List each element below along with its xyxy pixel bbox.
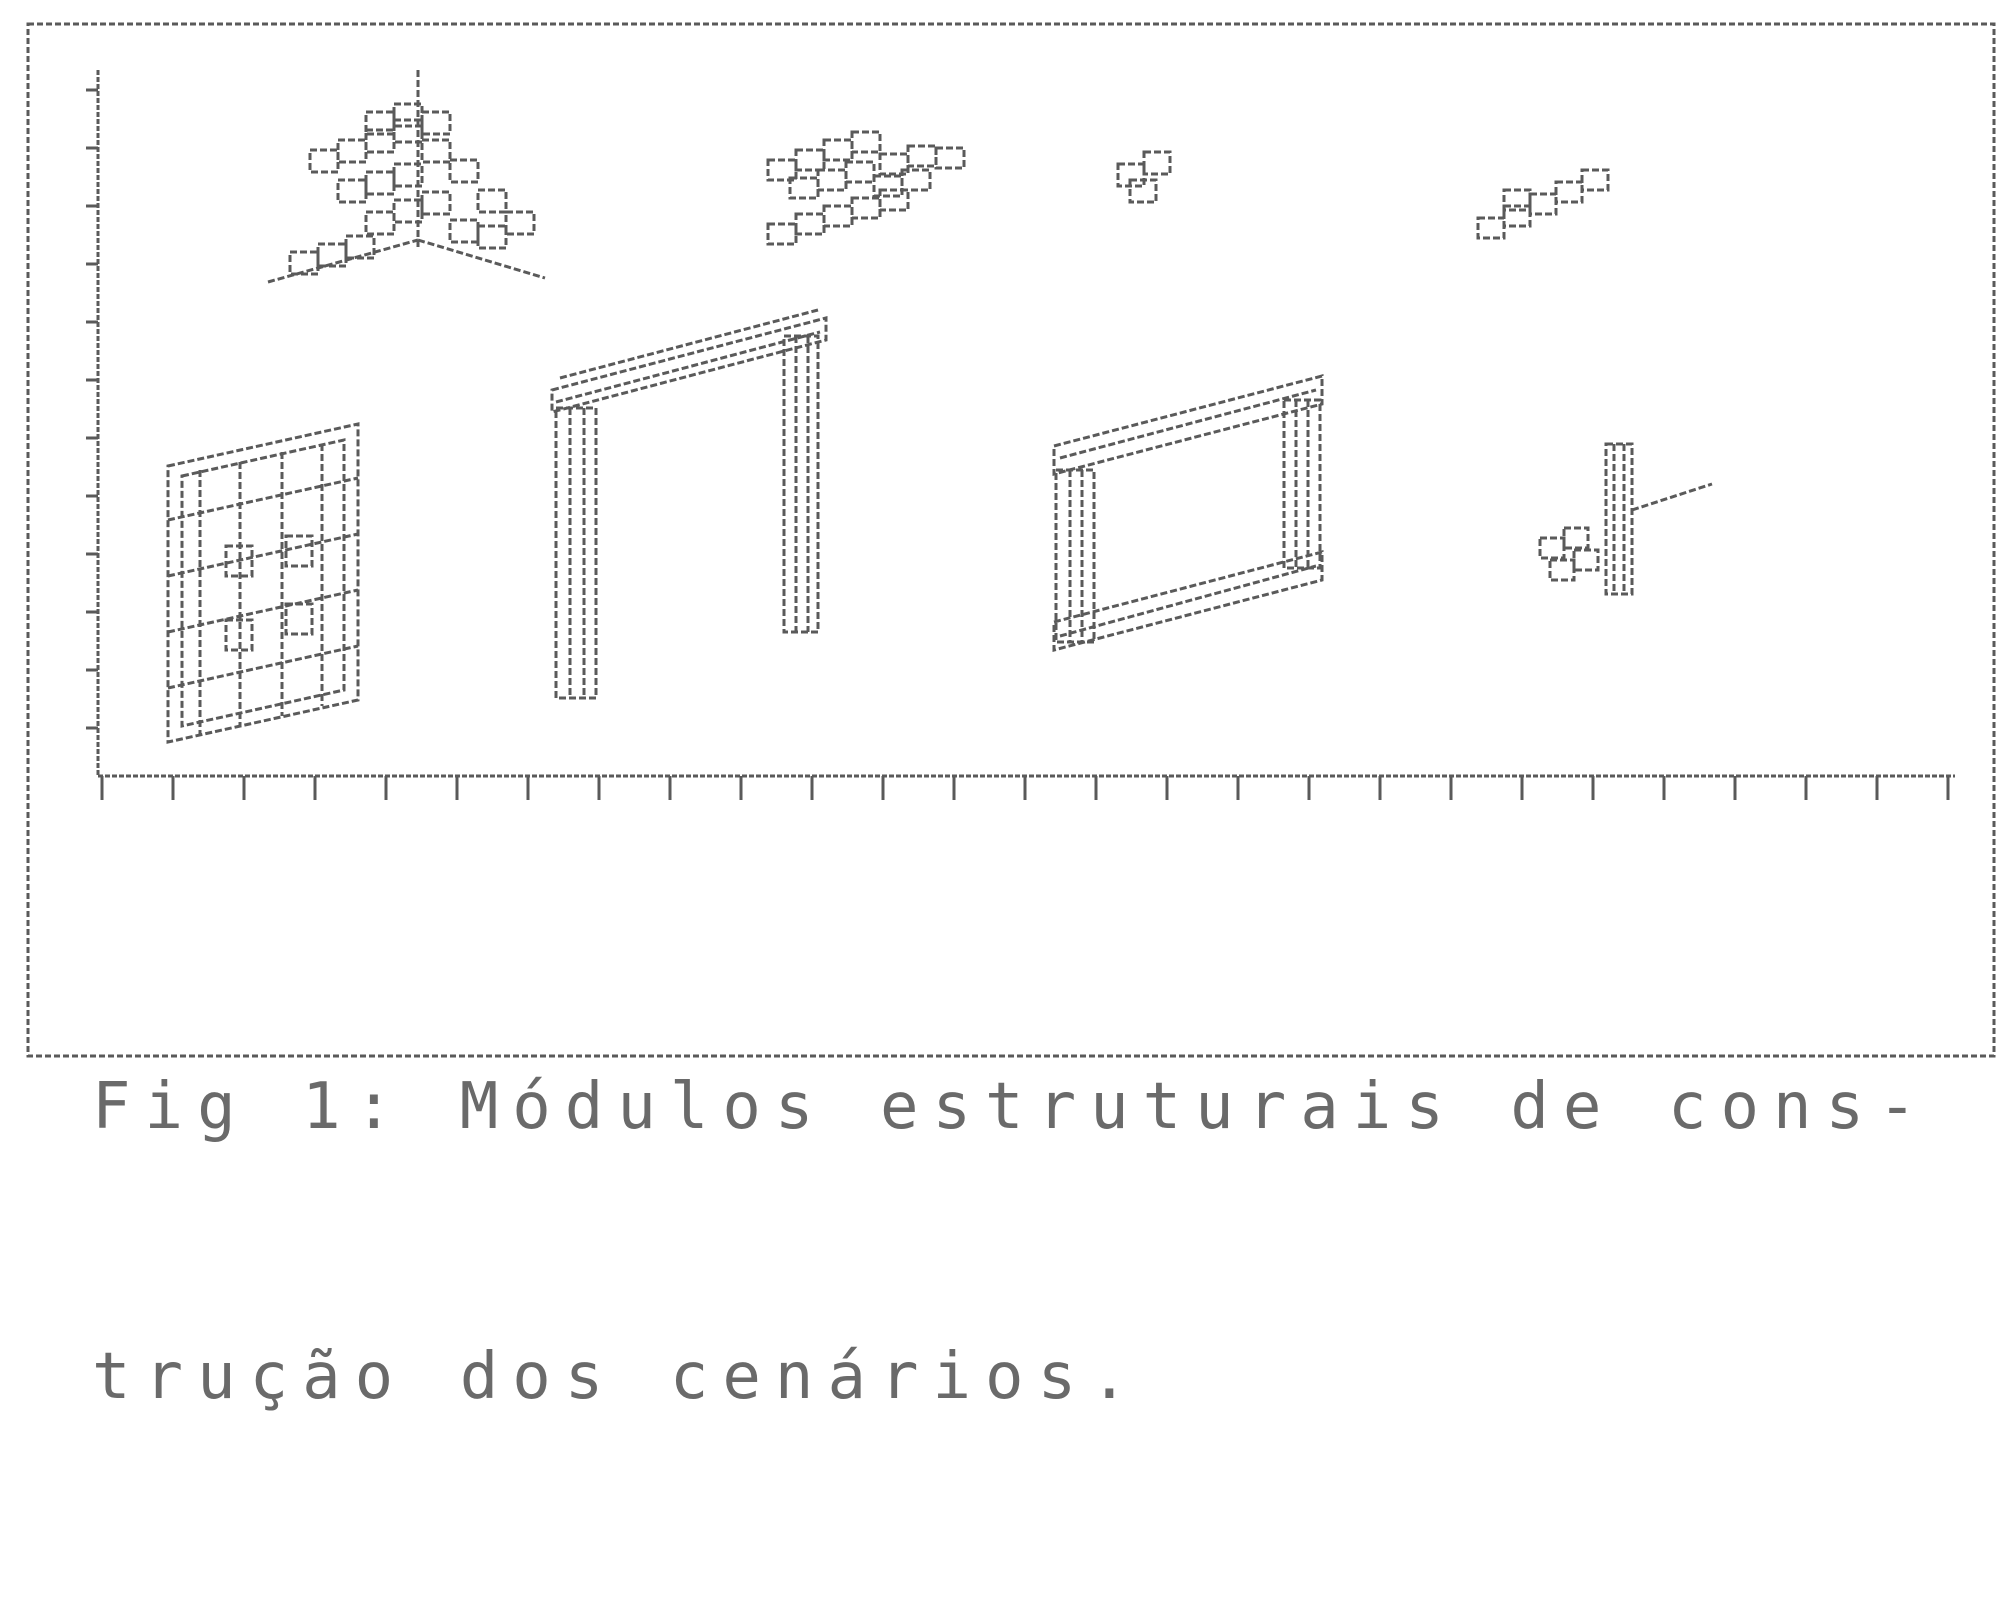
x-axis-ticks [100, 776, 1950, 800]
window-frame-module [1052, 374, 1324, 652]
figure-canvas [26, 22, 1996, 1058]
small-brick-module [1116, 150, 1172, 204]
brick-wall-module [166, 422, 360, 744]
brick-slab-module [766, 130, 966, 246]
caption-line-1: Fig 1: Módulos estruturais de cons- [92, 1070, 1931, 1144]
figure-frame: Fig 1: Módulos estruturais de cons- truç… [26, 22, 1996, 1414]
post-with-brick-module [1538, 442, 1713, 596]
figure-caption: Fig 1: Módulos estruturais de cons- truç… [92, 882, 1972, 1602]
cross-pyramid-module [267, 70, 546, 284]
door-frame-module [550, 308, 828, 700]
y-axis-ticks [86, 88, 98, 730]
axes [86, 70, 1955, 800]
thin-slab-module [1476, 168, 1610, 240]
caption-line-2: trução dos cenários. [92, 1340, 1143, 1414]
outer-border [26, 22, 1996, 1058]
